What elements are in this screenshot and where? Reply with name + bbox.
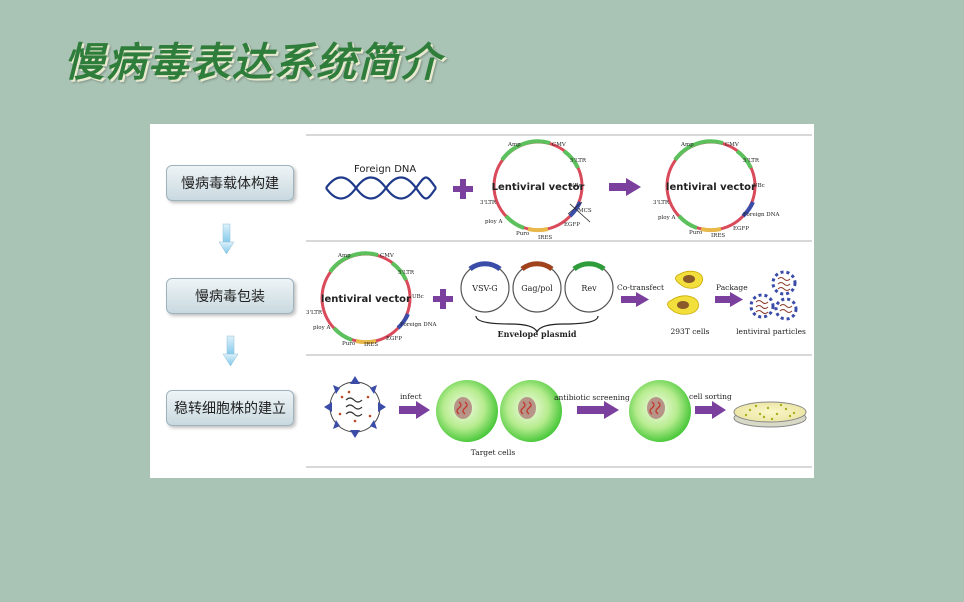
egfp-label: EGFP (733, 226, 749, 232)
rev-plasmid: Rev (564, 261, 614, 313)
ltr3-label: 3'LTR (653, 200, 670, 206)
right-arrow-icon (577, 401, 619, 419)
cmv-label: CMV (380, 253, 395, 259)
figure-canvas: Foreign DNA Lentiviral vector Amp CMV 5'… (218, 134, 812, 468)
ires-label: IRES (538, 235, 552, 241)
ltr3-label: 3'LTR (306, 310, 323, 316)
cell-sorting-label: cell sorting (689, 392, 732, 401)
ires-label: IRES (364, 342, 378, 348)
foreign-dna-insert-label: Foreign DNA (400, 322, 438, 328)
virus-particle-icon (324, 376, 386, 438)
lentiviral-vector-plasmid: lentiviral vector Amp CMV 5'LTR UBc 3'LT… (653, 139, 781, 239)
slide-title: 慢病毒表达系统简介 (64, 40, 442, 86)
ltr5-label: 5'LTR (570, 158, 587, 164)
right-arrow-icon (609, 178, 641, 196)
envelope-plasmid-label: Envelope plasmid (498, 329, 577, 339)
screened-cell-icon (629, 380, 691, 442)
target-cell-icon (500, 380, 562, 442)
row-dividers (306, 134, 812, 468)
vector-name: lentiviral vector (321, 294, 411, 305)
lentiviral-particle-icon (749, 293, 775, 319)
ltr5-label: 5'LTR (743, 158, 760, 164)
antibiotic-screening-label: antibiotic screening (554, 393, 630, 402)
vector-name: lentiviral vector (666, 182, 756, 193)
step-label: 慢病毒包装 (195, 289, 265, 305)
ires-label: IRES (711, 233, 725, 239)
right-arrow-icon (695, 401, 726, 419)
amp-label: Amp (337, 253, 351, 259)
polya-label: ploy A (658, 215, 676, 221)
vsvg-plasmid: VSV-G (460, 261, 510, 313)
cmv-label: CMV (552, 142, 567, 148)
puro-label: Puro (342, 341, 356, 347)
egfp-label: EGFP (564, 222, 580, 228)
ltr5-label: 5'LTR (398, 270, 415, 276)
mcs-label: MCS (578, 208, 592, 214)
lentivirus-figure: 慢病毒载体构建 慢病毒包装 稳转细胞株的建立 (150, 124, 814, 478)
right-arrow-icon (621, 292, 649, 307)
culture-dish-icon (733, 401, 807, 428)
step-label: 慢病毒载体构建 (181, 176, 279, 192)
foreign-dna-label: Foreign DNA (354, 164, 416, 175)
amp-label: Amp (680, 142, 694, 148)
down-arrow-icon (218, 223, 235, 255)
plus-icon (433, 289, 453, 309)
target-cells-label: Target cells (471, 448, 516, 457)
amp-label: Amp (507, 142, 521, 148)
cotransfect-label: Co-transfect (617, 283, 664, 292)
293t-cells-label: 293T cells (671, 327, 710, 336)
ubc-label: UBc (570, 183, 582, 189)
lentiviral-particle-icon (771, 270, 797, 296)
polya-label: ploy A (313, 325, 331, 331)
lentiviral-particle-icon (774, 297, 798, 321)
vector-name: Lentiviral vector (492, 182, 585, 193)
egfp-label: EGFP (386, 336, 402, 342)
step-box-packaging: 慢病毒包装 (166, 278, 294, 314)
package-label: Package (716, 283, 748, 292)
infect-label: infect (400, 392, 422, 401)
lentiviral-particles-label: lentiviral particles (736, 327, 806, 336)
plasmid-label: VSV-G (471, 284, 497, 293)
foreign-dna-insert-label: Foreign DNA (743, 212, 781, 218)
gagpol-plasmid: Gag/pol (512, 261, 562, 313)
step-box-stable-line: 稳转细胞株的建立 (166, 390, 294, 426)
down-arrow-icon (222, 335, 239, 367)
dna-helix-icon (325, 176, 437, 200)
cmv-label: CMV (725, 142, 740, 148)
puro-label: Puro (689, 230, 703, 236)
step-label: 稳转细胞株的建立 (174, 401, 286, 417)
polya-label: ploy A (485, 219, 503, 225)
ltr3-label: 3'LTR (480, 200, 497, 206)
ubc-label: UBc (753, 183, 765, 189)
target-cell-icon (436, 380, 498, 442)
293t-cell-icon (667, 270, 704, 315)
plasmid-label: Rev (581, 284, 597, 293)
lentiviral-vector-plasmid: Lentiviral vector Amp CMV 5'LTR UBc 3'LT… (480, 139, 592, 241)
plus-icon (453, 179, 473, 199)
plasmid-label: Gag/pol (521, 284, 553, 293)
envelope-brace (475, 315, 599, 334)
step-box-vector-construction: 慢病毒载体构建 (166, 165, 294, 201)
right-arrow-icon (715, 292, 743, 307)
right-arrow-icon (399, 401, 430, 419)
puro-label: Puro (516, 231, 530, 237)
lentiviral-vector-plasmid: lentiviral vector Amp CMV 5'LTR UBc 3'LT… (306, 251, 438, 348)
ubc-label: UBc (412, 294, 424, 300)
